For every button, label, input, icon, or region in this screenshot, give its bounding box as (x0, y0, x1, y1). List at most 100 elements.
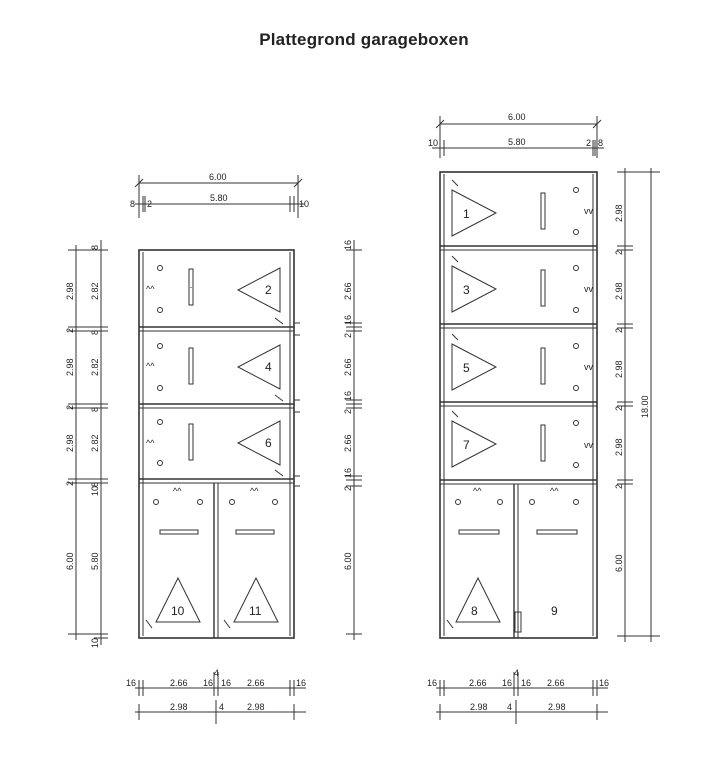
dim-text: 2.82 (90, 434, 100, 452)
dim-text: 5.80 (210, 193, 228, 203)
dim-text: 16 (126, 678, 136, 688)
svg-text:^^: ^^ (250, 486, 259, 496)
garagebox-4: 4 ^^ (146, 343, 284, 402)
box-number: 5 (463, 361, 470, 375)
svg-text:^^: ^^ (473, 486, 482, 496)
svg-text:^^: ^^ (146, 438, 155, 448)
dim-text: 2.98 (65, 434, 75, 452)
svg-text:^^: ^^ (146, 361, 155, 371)
dim-text: 18.00 (640, 395, 650, 418)
dim-text: 16 (343, 391, 353, 401)
right-bottom-dimensions (436, 672, 608, 724)
dim-text: 16 (599, 678, 609, 688)
dim-text: 4 (514, 668, 519, 678)
dim-text: 4 (214, 668, 219, 678)
dim-text: 2.98 (65, 358, 75, 376)
dim-text: 2.98 (170, 702, 188, 712)
dim-text: 2 (147, 199, 152, 209)
dim-text: 2.98 (614, 438, 624, 456)
dim-text: 2.98 (548, 702, 566, 712)
center-side-dimensions (346, 240, 362, 640)
dim-text: 16 (427, 678, 437, 688)
dim-text: 2.98 (65, 282, 75, 300)
box-number: 3 (463, 283, 470, 297)
dim-text: 2 (65, 481, 75, 486)
dim-text: 6.00 (614, 554, 624, 572)
garagebox-8: ^^ 8 (446, 486, 503, 629)
dim-text: 8 (90, 245, 100, 250)
dim-text: 2 (614, 328, 624, 333)
svg-text:vv: vv (584, 362, 594, 372)
dim-text: 2 (343, 409, 353, 414)
box-number: 2 (265, 283, 272, 297)
dim-text: 10 (90, 638, 100, 648)
garagebox-5: 5 vv (451, 333, 594, 391)
dim-text: 10 (428, 138, 438, 148)
dim-text: 8 (598, 138, 603, 148)
garagebox-2: 2 ^^ (146, 265, 284, 325)
box-number: 11 (249, 604, 262, 618)
box-number: 1 (463, 207, 470, 221)
dim-text: 2 (343, 486, 353, 491)
dim-text: 16 (343, 240, 353, 250)
dim-text: 16 (221, 678, 231, 688)
dim-text: 2 (65, 328, 75, 333)
garagebox-7: 7 vv (451, 410, 594, 468)
garagebox-6: 6 ^^ (146, 419, 284, 477)
dim-text: 2.98 (247, 702, 265, 712)
dim-text: 2.66 (170, 678, 188, 688)
dim-text: 2.66 (343, 358, 353, 376)
svg-text:^^: ^^ (173, 486, 182, 496)
page-title: Plattegrond garageboxen (259, 30, 469, 49)
box-number: 8 (471, 604, 478, 618)
garagebox-10: ^^ 10 (145, 486, 203, 629)
dim-text: 2.82 (90, 358, 100, 376)
dim-text: 5.80 (90, 552, 100, 570)
dim-text: 2 (65, 405, 75, 410)
svg-text:^^: ^^ (550, 486, 559, 496)
box-number: 9 (551, 604, 558, 618)
dim-text: 4 (507, 702, 512, 712)
dim-text: 2.98 (614, 204, 624, 222)
dim-text: 2.98 (614, 360, 624, 378)
dim-text: 2.98 (470, 702, 488, 712)
svg-text:vv: vv (584, 284, 594, 294)
dim-text: 8 (90, 330, 100, 335)
dim-text: 6.00 (343, 552, 353, 570)
box-number: 10 (171, 604, 185, 618)
svg-text:^^: ^^ (146, 284, 155, 294)
dim-text: 2.66 (247, 678, 265, 688)
dim-text: 16 (521, 678, 531, 688)
dim-text: 2.66 (343, 282, 353, 300)
dim-text: 2 (343, 333, 353, 338)
dim-text: 16 (203, 678, 213, 688)
dim-text: 2.98 (614, 282, 624, 300)
svg-text:vv: vv (584, 440, 594, 450)
dim-text: 16 (502, 678, 512, 688)
garagebox-3: 3 vv (451, 255, 594, 313)
dim-text: 6.00 (65, 552, 75, 570)
dim-text: 2.66 (469, 678, 487, 688)
dim-text: 2 (614, 484, 624, 489)
dim-text: 8 (90, 407, 100, 412)
left-side-dimensions (68, 240, 108, 645)
left-bottom-dimensions (135, 672, 306, 724)
dim-text: 16 (296, 678, 306, 688)
dim-text: 16 (343, 315, 353, 325)
dim-text: 2.66 (343, 434, 353, 452)
box-number: 6 (265, 436, 272, 450)
garagebox-11: ^^ 11 (223, 486, 279, 629)
box-number: 7 (463, 438, 470, 452)
dim-text: 2 (614, 250, 624, 255)
dim-text: 6.00 (209, 172, 227, 182)
garagebox-9: ^^ 9 (529, 486, 579, 618)
dim-text: 8 (90, 482, 100, 487)
left-garage-block: 2 ^^ 4 ^^ 6 ^^ ^^ 10 (138, 249, 300, 639)
right-top-dimensions (432, 116, 604, 158)
garagebox-1: 1 vv (451, 179, 594, 237)
dim-text: 2.66 (547, 678, 565, 688)
dim-text: 2.82 (90, 282, 100, 300)
left-top-dimensions (134, 175, 305, 218)
box-number: 4 (265, 360, 272, 374)
